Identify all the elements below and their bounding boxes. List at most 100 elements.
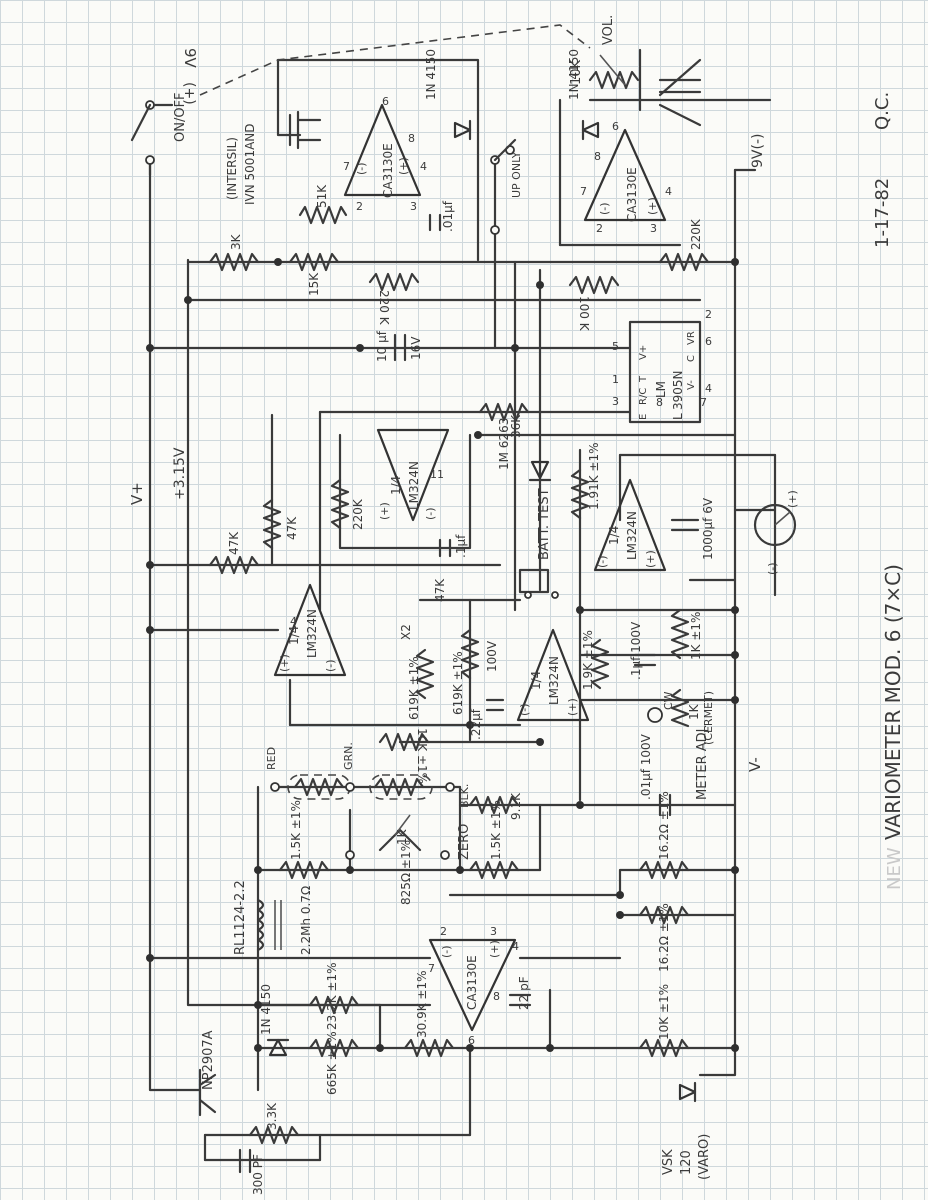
r36k-label: 36K bbox=[509, 414, 523, 438]
r10k-tol-label: 10K ±1% bbox=[415, 728, 429, 784]
opamp-ca3130-top-right bbox=[583, 128, 667, 222]
resistor-10k-tol bbox=[378, 732, 430, 752]
resistor-10k-lower bbox=[638, 1038, 690, 1058]
lm3905-vr: VR bbox=[686, 331, 697, 345]
lm3905-t: T bbox=[638, 375, 649, 383]
lm324-d-part: LM324N bbox=[547, 656, 561, 705]
lm3905-pin5: 5 bbox=[612, 340, 619, 353]
diode-top-left-label: 1N 4150 bbox=[424, 49, 438, 100]
opamp-lm324-a bbox=[376, 428, 450, 522]
lm3905-part-label: 3905N bbox=[671, 370, 685, 410]
opamp-bottom-pin4: 4 bbox=[512, 940, 519, 953]
opamp-ca3130-top-left bbox=[343, 103, 422, 197]
transistor-label: NP2907A bbox=[201, 1030, 216, 1090]
opamp-ca3130-bottom bbox=[428, 938, 517, 1032]
lm324-d-quarter: 1/4 bbox=[529, 671, 543, 690]
mosfet bbox=[288, 110, 322, 150]
lm3905-pin7: 7 bbox=[700, 396, 707, 409]
c22uf-label: .22µf bbox=[469, 708, 483, 740]
meter-needle bbox=[774, 511, 791, 526]
resistor-36k bbox=[478, 402, 530, 422]
zero-label: ZERO bbox=[457, 824, 472, 860]
lm324-d-minus: (-) bbox=[518, 703, 531, 716]
negative-supply-label: 9V(-) bbox=[750, 134, 766, 168]
opamp-bottom-pin2: 2 bbox=[440, 925, 447, 938]
opamp-tr-pin6: 6 bbox=[612, 120, 619, 133]
v-minus-label: V- bbox=[746, 757, 764, 772]
c300pf-label: 300 PF bbox=[251, 1154, 265, 1195]
coil-label: RL1124-2.2 bbox=[233, 880, 248, 955]
sensor-part-label: VSK bbox=[661, 1149, 676, 1175]
r220k-a-label: 220 K bbox=[377, 290, 391, 326]
lm3905-bottom-label: L bbox=[671, 413, 685, 420]
opamp-tr-pin7: 7 bbox=[580, 185, 587, 198]
opamp-bottom-pin6: 6 bbox=[468, 1034, 475, 1047]
opamp-tl-pin2: 2 bbox=[356, 200, 363, 213]
r1k-tol-label: 1K ±1% bbox=[689, 612, 703, 660]
opamp-tr-plus: (+) bbox=[646, 197, 659, 215]
zero-pot bbox=[378, 828, 422, 852]
lm324-a-plus: (+) bbox=[378, 502, 391, 520]
power-polarity-label: (+) bbox=[181, 82, 197, 105]
power-switch[interactable] bbox=[130, 100, 174, 165]
opamp-bottom-minus: (-) bbox=[440, 945, 453, 958]
v-plus-label: V+ bbox=[128, 482, 146, 505]
transistor-np2907a bbox=[198, 1068, 217, 1117]
resistor-15k bbox=[288, 252, 340, 272]
vol-label: VOL. bbox=[601, 15, 616, 45]
c10uf-label: 10 µf bbox=[375, 330, 389, 362]
lm324-b-plus: (+) bbox=[278, 654, 291, 672]
opamp-tl-pin7: 7 bbox=[343, 160, 350, 173]
resistor-1k-tol bbox=[670, 608, 690, 660]
inductor bbox=[256, 898, 282, 952]
meter-minus: (-) bbox=[766, 562, 779, 575]
capacitors bbox=[238, 78, 702, 1174]
diode-lower-label: 1N 4150 bbox=[259, 984, 273, 1035]
resistor-blk bbox=[373, 777, 425, 797]
resistor-47k-b bbox=[262, 498, 282, 550]
lm3905-vplus: V+ bbox=[638, 345, 649, 360]
r47k-c-label: 47K bbox=[433, 578, 447, 602]
meter-plus: (+) bbox=[786, 490, 799, 508]
opamp-tl-pin6: 6 bbox=[382, 95, 389, 108]
c1uf-label: .1µf bbox=[454, 534, 468, 558]
r100k-label: 100 K bbox=[577, 296, 591, 332]
lm3905-pin1: 1 bbox=[612, 373, 619, 386]
resistor-1-91k bbox=[570, 468, 590, 520]
opamp-lm324-d bbox=[516, 628, 590, 722]
blk-lead-label: BLK. bbox=[458, 784, 471, 808]
r23-2k-label: 23.2K ±1% bbox=[325, 963, 339, 1031]
cw-label: CW bbox=[662, 691, 675, 710]
r825-label: 825Ω ±1% bbox=[399, 840, 413, 905]
labels: 9V (+) ON/OFF UP ONLY (INTERSIL) IVN 500… bbox=[128, 15, 905, 1195]
lm324-a-part: LM324N bbox=[407, 461, 421, 510]
r1-91k-label: 1.91K ±1% bbox=[587, 443, 601, 511]
batt-test-switch[interactable] bbox=[518, 568, 559, 599]
lm324-d-plus: (+) bbox=[566, 698, 579, 716]
meter-adj-knob[interactable] bbox=[647, 707, 663, 723]
open-terminals bbox=[270, 225, 500, 860]
up-only-switch[interactable] bbox=[490, 138, 517, 165]
r47k-b-label: 47K bbox=[285, 516, 299, 540]
power-9v-label: 9V bbox=[181, 48, 199, 69]
power-switch-label: ON/OFF bbox=[173, 92, 188, 142]
opamp-tr-pin8: 8 bbox=[594, 150, 601, 163]
lm324-b-minus: (-) bbox=[324, 659, 337, 672]
lm3905-c: C bbox=[686, 355, 697, 362]
up-only-label: UP ONLY bbox=[510, 151, 523, 198]
r1-9k-label: 1.9K ±1% bbox=[581, 630, 595, 690]
lm324-c-quarter: 1/4 bbox=[607, 526, 621, 545]
red-lead-label: RED bbox=[265, 747, 278, 770]
resistor-619k-b bbox=[460, 628, 480, 680]
r47k-a-label: 47K bbox=[227, 531, 241, 555]
r51k-label: 51K bbox=[315, 184, 329, 208]
resistor-100k bbox=[568, 275, 620, 295]
opamp-tl-label: CA3130E bbox=[381, 143, 395, 198]
r3-3k-label: 3.3K bbox=[265, 1102, 279, 1130]
opamp-tr-pin4: 4 bbox=[665, 185, 672, 198]
opamp-tl-pin3: 3 bbox=[410, 200, 417, 213]
diode-1m6263-label: 1M 6263 bbox=[497, 418, 511, 470]
inductor-value-label: 2.2Mh 0.7Ω bbox=[299, 886, 313, 955]
